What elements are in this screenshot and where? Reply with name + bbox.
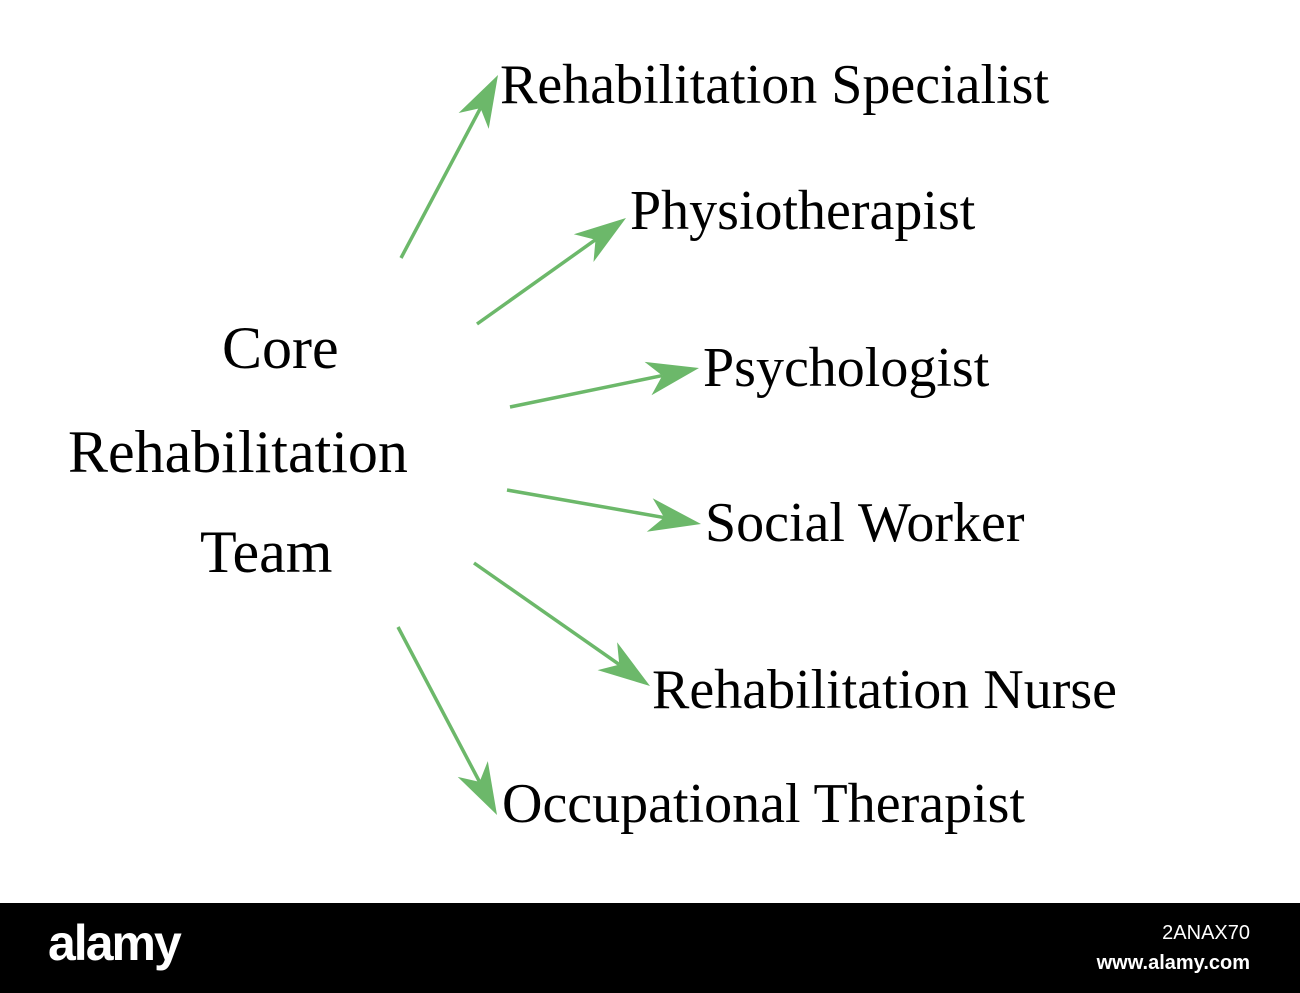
arrow-to-rehabilitation-nurse xyxy=(472,561,650,686)
arrowhead xyxy=(458,75,498,129)
image-id: 2ANAX70 xyxy=(1162,922,1250,944)
role-rehabilitation-nurse: Rehabilitation Nurse xyxy=(652,659,1118,721)
arrow-to-rehabilitation-specialist xyxy=(399,75,498,259)
arrow-shaft xyxy=(506,488,665,520)
site-url: www.alamy.com xyxy=(1096,952,1250,974)
arrowhead xyxy=(573,218,626,262)
arrow-shaft xyxy=(472,561,621,666)
watermark-footer: alamy 2ANAX70 www.alamy.com xyxy=(0,903,1300,993)
center-line-core: Core xyxy=(222,315,339,381)
arrowhead xyxy=(644,361,699,396)
arrow-shaft xyxy=(475,238,597,326)
arrowhead xyxy=(646,498,701,532)
role-rehabilitation-specialist: Rehabilitation Specialist xyxy=(500,54,1050,116)
center-line-team: Team xyxy=(200,519,333,585)
arrow-shaft xyxy=(396,626,482,783)
arrow-shaft xyxy=(509,373,663,409)
role-social-worker: Social Worker xyxy=(705,492,1025,554)
arrowhead xyxy=(457,761,497,815)
arrow-to-social-worker xyxy=(506,488,701,532)
arrows-layer xyxy=(396,75,701,815)
role-psychologist: Psychologist xyxy=(703,337,990,399)
arrow-to-physiotherapist xyxy=(475,218,626,326)
arrow-to-occupational-therapist xyxy=(396,626,497,815)
center-line-rehabilitation: Rehabilitation xyxy=(68,419,408,485)
arrow-to-psychologist xyxy=(509,361,699,409)
alamy-logo: alamy xyxy=(48,915,182,971)
role-physiotherapist: Physiotherapist xyxy=(630,180,976,242)
role-occupational-therapist: Occupational Therapist xyxy=(502,773,1026,835)
arrow-shaft xyxy=(399,107,483,259)
arrowhead xyxy=(597,642,650,686)
